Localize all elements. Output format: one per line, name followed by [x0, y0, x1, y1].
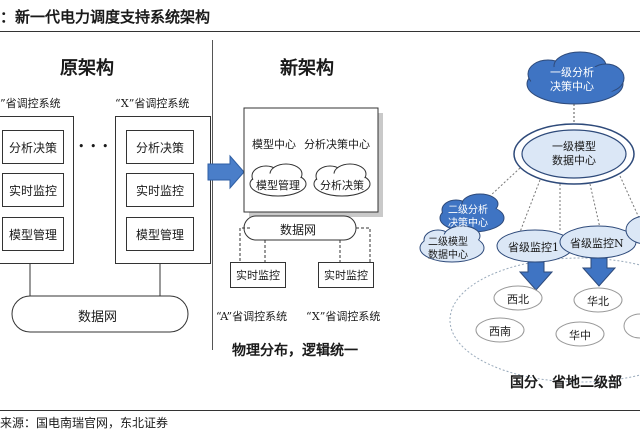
top-ellipse-line-2: 数据中心 — [552, 154, 596, 167]
new-monitor-x: 实时监控 — [318, 262, 374, 288]
source-note: 来源：国电南瑞官网，东北证券 — [0, 416, 169, 430]
left-cloud2-label: 二级模型 数据中心 — [428, 236, 468, 262]
old-network-label: 数据网 — [78, 310, 118, 325]
old-sys-right-label: “X”省调控系统 — [115, 97, 190, 110]
old-left-module-3: 模型管理 — [2, 217, 64, 251]
old-right-module-3: 模型管理 — [126, 217, 194, 251]
top-cloud-line-1: 一级分析 — [550, 66, 594, 79]
right-caption: 国分、省地二级部 — [510, 375, 622, 391]
analysis-center-label: 分析决策中心 — [304, 138, 370, 151]
figure-title: ：新一代电力调度支持系统架构 — [0, 8, 211, 26]
title-rule — [0, 31, 640, 32]
model-center-label: 模型中心 — [252, 138, 296, 151]
left-cloud-label: 二级分析 决策中心 — [448, 204, 488, 230]
new-arch-caption: 物理分布，逻辑统一 — [232, 343, 358, 359]
top-cloud-label: 一级分析 决策中心 — [550, 66, 594, 94]
monitor-1-label: 省级监控1 — [508, 241, 559, 254]
old-right-module-1: 分析决策 — [126, 130, 194, 164]
left-cloud2-line-2: 数据中心 — [428, 250, 468, 261]
old-left-module-2: 实时监控 — [2, 173, 64, 207]
new-sys-x-label: “X”省调控系统 — [306, 310, 381, 323]
left-cloud-line-2: 决策中心 — [448, 218, 488, 229]
left-cloud2-line-1: 二级模型 — [428, 237, 468, 248]
new-monitor-a: 实时监控 — [230, 262, 286, 288]
region-northwest: 西北 — [507, 293, 529, 306]
section-divider — [212, 40, 213, 350]
old-network-oval — [11, 295, 189, 333]
transition-arrow — [207, 154, 245, 190]
new-arch-heading: 新架构 — [280, 58, 334, 79]
new-sys-a-label: “A”省调控系统 — [216, 310, 288, 323]
old-right-module-2: 实时监控 — [126, 173, 194, 207]
region-north: 华北 — [587, 295, 609, 308]
source-rule — [0, 410, 640, 411]
old-sys-left-label: ”省调控系统 — [0, 97, 61, 110]
top-ellipse-line-1: 一级模型 — [552, 140, 596, 153]
left-cloud-line-1: 二级分析 — [448, 205, 488, 216]
old-arch-heading: 原架构 — [60, 58, 114, 79]
region-southwest: 西南 — [489, 325, 511, 338]
top-cloud-line-2: 决策中心 — [550, 80, 594, 93]
cloud-analysis-decision — [313, 163, 371, 197]
cloud-model-management — [249, 163, 307, 197]
region-central: 华中 — [569, 329, 591, 342]
top-ellipse-label: 一级模型 数据中心 — [552, 140, 596, 168]
cloud-analysis-label: 分析决策 — [320, 179, 364, 192]
cloud-model-label: 模型管理 — [256, 179, 300, 192]
old-left-module-1: 分析决策 — [2, 130, 64, 164]
new-network-label: 数据网 — [280, 223, 317, 237]
monitor-n-label: 省级监控N — [570, 237, 624, 250]
